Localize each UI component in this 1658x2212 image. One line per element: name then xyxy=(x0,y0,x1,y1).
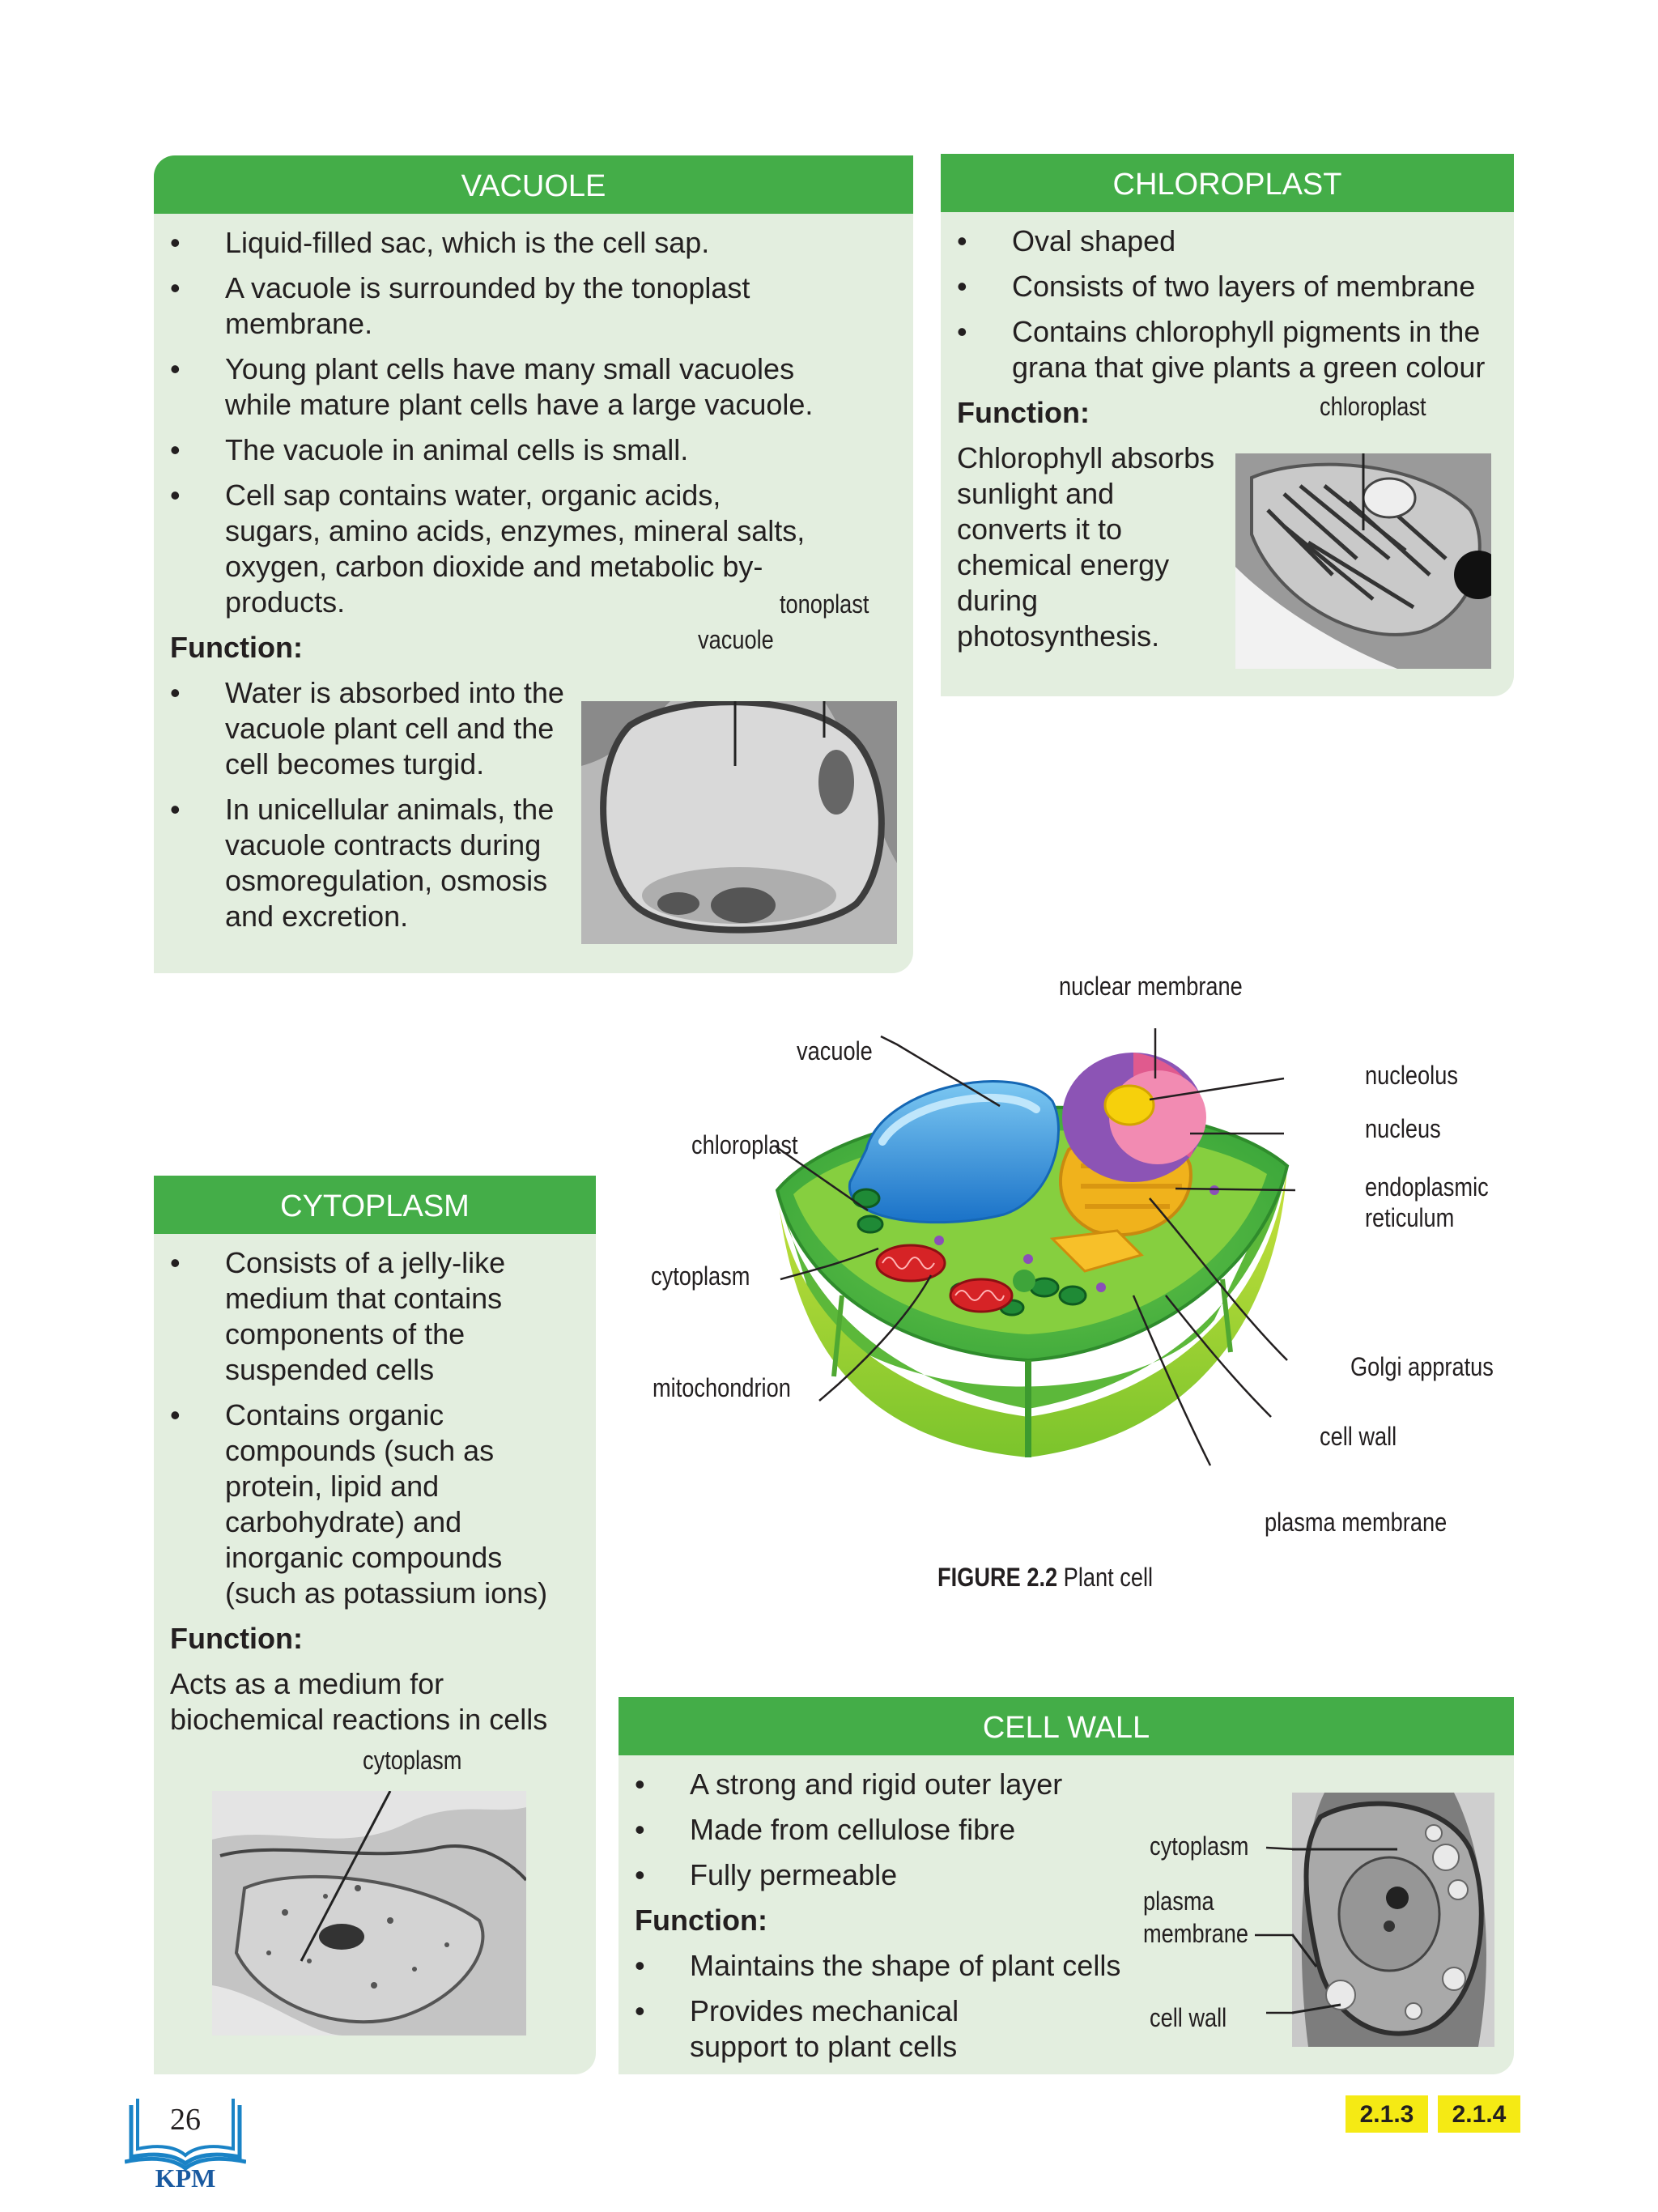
chloroplast-content: Oval shaped Consists of two layers of me… xyxy=(941,223,1507,654)
cytoplasm-title: CYTOPLASM xyxy=(154,1176,596,1234)
figure-label-golgi: Golgi appratus xyxy=(1350,1352,1494,1381)
vacuole-title: VACUOLE xyxy=(154,155,913,214)
vacuole-photo-label-tonoplast: tonoplast xyxy=(780,589,869,619)
page-number: 26 xyxy=(170,2103,201,2137)
cell-wall-photo-label-cytoplasm: cytoplasm xyxy=(1150,1831,1249,1861)
figure-label-nuclear-membrane: nuclear membrane xyxy=(1059,972,1243,1001)
vacuole-micrograph xyxy=(581,701,897,944)
list-item: Young plant cells have many small vacuol… xyxy=(154,351,882,423)
figure-label-plasma-membrane: plasma membrane xyxy=(1265,1508,1448,1537)
figure-label-endoplasmic: endoplasmic xyxy=(1365,1172,1489,1202)
cytoplasm-content: Consists of a jelly-like medium that con… xyxy=(154,1245,591,1738)
cell-wall-photo-label-cell-wall: cell wall xyxy=(1150,2003,1227,2032)
list-item: Maintains the shape of plant cells xyxy=(619,1948,1137,1984)
list-item: Oval shaped xyxy=(941,223,1507,259)
cell-wall-bullets: A strong and rigid outer layer Made from… xyxy=(619,1767,1137,1893)
list-item: A strong and rigid outer layer xyxy=(619,1767,1137,1802)
figure-label-vacuole: vacuole xyxy=(797,1036,873,1066)
vacuole-content: Liquid-filled sac, which is the cell sap… xyxy=(154,225,882,944)
cell-wall-photo-label-plasma: plasma xyxy=(1143,1887,1214,1916)
figure-label-chloroplast: chloroplast xyxy=(691,1130,798,1159)
figure-caption-text: Plant cell xyxy=(1063,1563,1154,1592)
list-item: Contains chlorophyll pigments in the gra… xyxy=(941,314,1507,385)
chloroplast-photo-label: chloroplast xyxy=(1320,392,1426,421)
list-item: The vacuole in animal cells is small. xyxy=(154,432,882,468)
chloroplast-bullets: Oval shaped Consists of two layers of me… xyxy=(941,223,1507,385)
vacuole-function-bullets: Water is absorbed into the vacuole plant… xyxy=(154,675,575,934)
cytoplasm-bullets: Consists of a jelly-like medium that con… xyxy=(154,1245,591,1611)
list-item: Made from cellulose fibre xyxy=(619,1812,1137,1848)
open-book-icon xyxy=(125,2099,246,2172)
list-item: Provides mechanical support to plant cel… xyxy=(619,1993,1137,2065)
list-item: In unicellular animals, the vacuole cont… xyxy=(154,792,575,934)
cell-wall-content: A strong and rigid outer layer Made from… xyxy=(619,1767,1137,2074)
chloroplast-micrograph xyxy=(1235,453,1491,669)
list-item: Consists of a jelly-like medium that con… xyxy=(154,1245,591,1388)
list-item: Contains organic compounds (such as prot… xyxy=(154,1397,591,1611)
figure-caption: FIGURE 2.2 Plant cell xyxy=(937,1563,1153,1593)
section-tag: 2.1.3 xyxy=(1346,2095,1428,2133)
chloroplast-function-text: Chlorophyll absorbs sunlight and convert… xyxy=(957,441,1215,653)
figure-label-reticulum: reticulum xyxy=(1365,1203,1455,1232)
cell-wall-function-bullets: Maintains the shape of plant cells Provi… xyxy=(619,1948,1137,2065)
figure-label-cytoplasm: cytoplasm xyxy=(651,1261,750,1291)
section-tag: 2.1.4 xyxy=(1438,2095,1520,2133)
list-item: Cell sap contains water, organic acids, … xyxy=(154,478,882,620)
cytoplasm-photo-label: cytoplasm xyxy=(363,1746,462,1775)
publisher-name: KPM xyxy=(155,2163,216,2193)
vacuole-box: VACUOLE Liquid-filled sac, which is the … xyxy=(154,155,913,973)
vacuole-bullets: Liquid-filled sac, which is the cell sap… xyxy=(154,225,882,620)
plant-cell-figure xyxy=(761,1028,1295,1482)
list-item: Liquid-filled sac, which is the cell sap… xyxy=(154,225,882,261)
vacuole-photo-label-vacuole: vacuole xyxy=(698,625,774,654)
chloroplast-title: CHLOROPLAST xyxy=(941,154,1514,212)
figure-label-nucleolus: nucleolus xyxy=(1365,1061,1458,1090)
list-item: Consists of two layers of membrane xyxy=(941,269,1507,304)
cell-wall-photo-label-membrane: membrane xyxy=(1143,1919,1249,1948)
figure-caption-prefix: FIGURE 2.2 xyxy=(937,1563,1058,1592)
list-item: Fully permeable xyxy=(619,1857,1137,1893)
list-item: A vacuole is surrounded by the tonoplast… xyxy=(154,270,882,342)
list-item: Water is absorbed into the vacuole plant… xyxy=(154,675,575,782)
figure-label-mitochondrion: mitochondrion xyxy=(653,1373,791,1402)
cell-wall-function-heading: Function: xyxy=(635,1904,767,1937)
kpm-logo: 26 KPM xyxy=(125,2094,246,2194)
cytoplasm-micrograph xyxy=(212,1791,526,2035)
cell-wall-title: CELL WALL xyxy=(619,1697,1514,1755)
figure-label-nucleus: nucleus xyxy=(1365,1114,1441,1143)
vacuole-function-heading: Function: xyxy=(170,631,303,664)
cytoplasm-function-heading: Function: xyxy=(170,1622,303,1655)
cytoplasm-function-text: Acts as a medium for biochemical reactio… xyxy=(170,1667,548,1736)
chloroplast-function-heading: Function: xyxy=(957,396,1090,429)
cell-wall-micrograph xyxy=(1292,1793,1494,2047)
figure-label-cell-wall: cell wall xyxy=(1320,1422,1397,1451)
